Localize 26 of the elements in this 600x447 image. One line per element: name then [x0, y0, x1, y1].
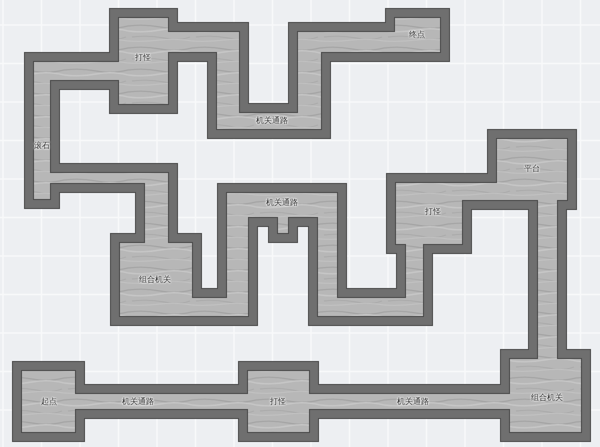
corridor-label: 机关通路 [256, 117, 288, 125]
corridor [317, 384, 502, 419]
corridor [24, 52, 178, 235]
room-label: 打怪 [135, 54, 151, 62]
room [487, 129, 577, 210]
corridor [83, 384, 240, 419]
room [386, 173, 472, 254]
room [385, 8, 450, 62]
room [12, 361, 85, 442]
room-label: 起点 [41, 398, 57, 406]
room-label: 打怪 [425, 208, 441, 216]
room [500, 349, 591, 442]
corridor-label: 滚石 [34, 142, 50, 150]
room [109, 8, 178, 114]
room [238, 361, 319, 442]
room-label: 平台 [524, 165, 540, 173]
corridor-label: 机关通路 [266, 199, 298, 207]
room-label: 打怪 [270, 398, 286, 406]
corridor-label: 机关通路 [122, 398, 154, 406]
corridor-label: 机关通路 [397, 398, 429, 406]
room-label: 终点 [409, 31, 425, 39]
corridor [176, 22, 387, 139]
room-label: 组合机关 [139, 276, 171, 284]
room-label: 组合机关 [531, 394, 563, 402]
corridor [528, 208, 567, 351]
room [110, 233, 202, 326]
